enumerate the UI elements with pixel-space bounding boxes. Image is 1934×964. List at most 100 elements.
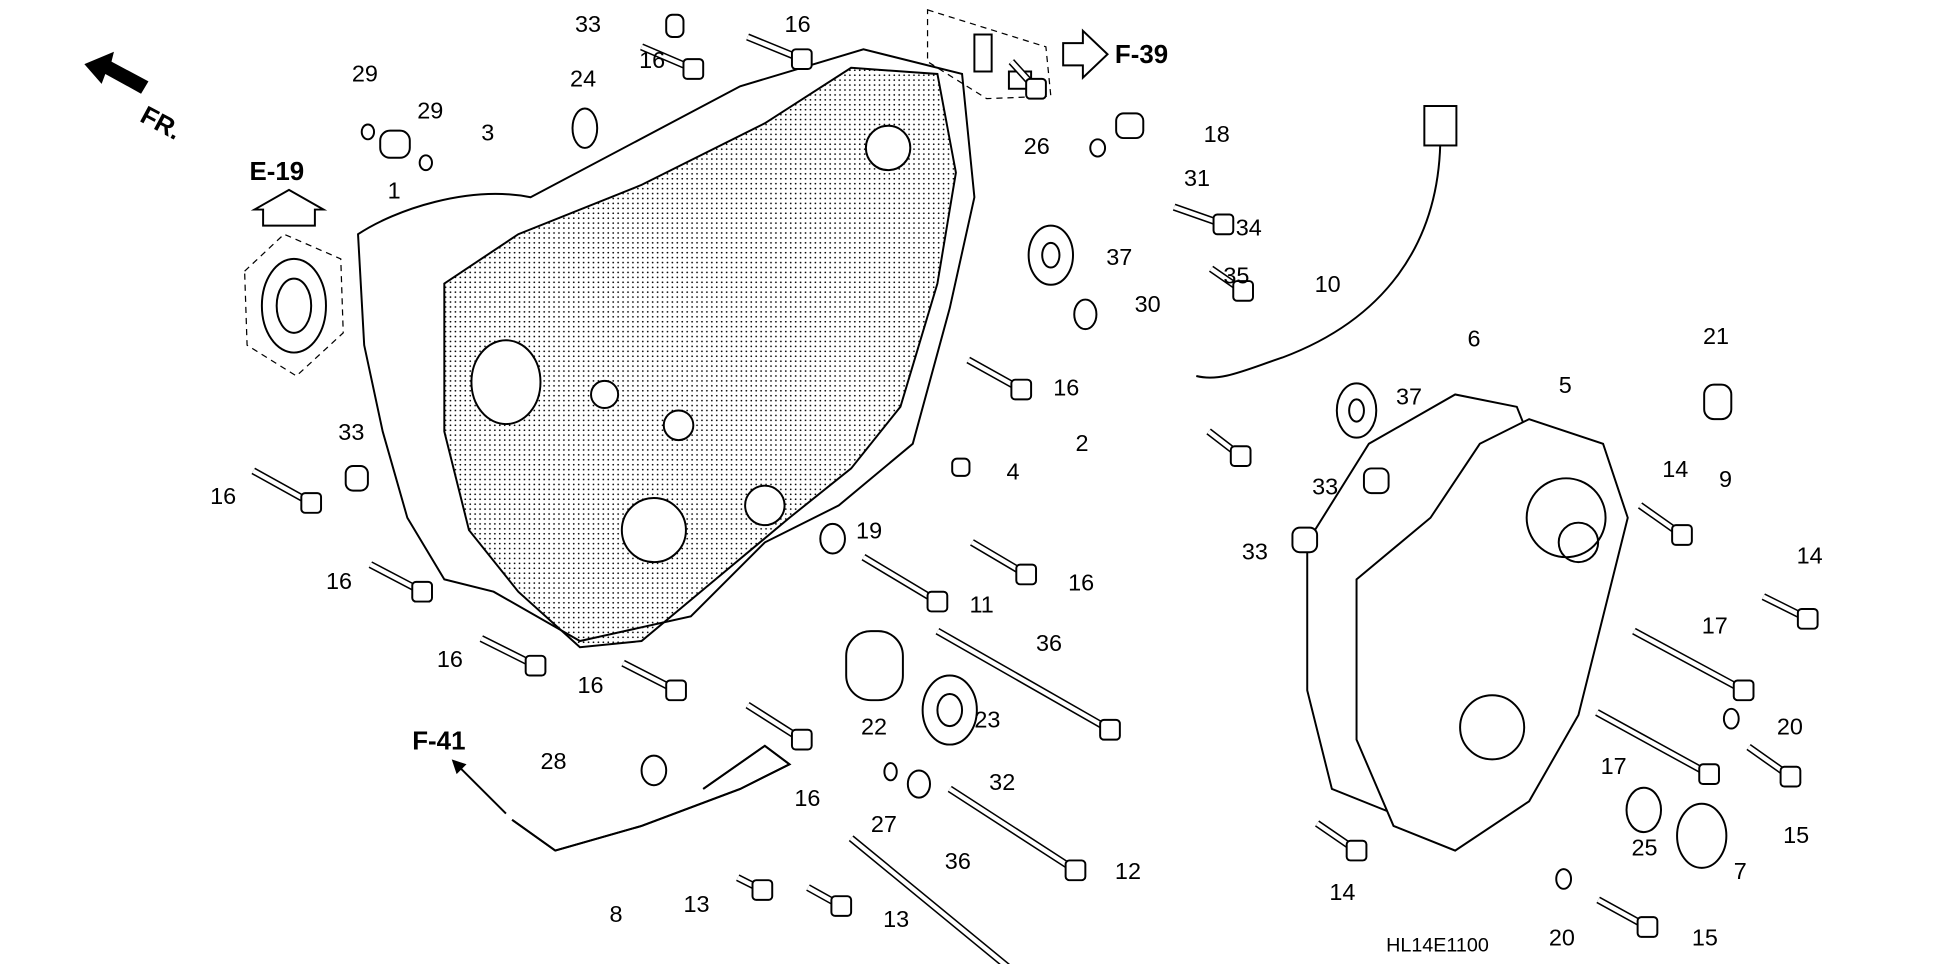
callout-19[interactable]: 19	[856, 518, 882, 544]
reference-f41[interactable]: F-41	[412, 728, 507, 815]
callout-15[interactable]: 15	[1692, 925, 1718, 951]
right-crankcase-cover	[1355, 418, 1629, 852]
bolt-head-icon	[1779, 765, 1802, 788]
bolt-icon	[849, 836, 1008, 964]
callout-36[interactable]: 36	[945, 848, 971, 874]
callout-23[interactable]: 23	[974, 706, 1000, 732]
callout-33[interactable]: 33	[338, 419, 364, 445]
callout-16[interactable]: 16	[1068, 569, 1094, 595]
callout-16[interactable]: 16	[639, 47, 665, 73]
callout-14[interactable]: 14	[1662, 456, 1688, 482]
bolt-head-icon	[665, 679, 687, 702]
callout-18[interactable]: 18	[1204, 121, 1230, 147]
bolt-head-icon	[1212, 213, 1235, 236]
callout-33[interactable]: 33	[575, 11, 601, 37]
callout-27[interactable]: 27	[871, 811, 897, 837]
callout-6[interactable]: 6	[1467, 325, 1480, 351]
callout-28[interactable]: 28	[540, 748, 566, 774]
callout-35[interactable]: 35	[1223, 263, 1249, 289]
wire-harness	[1196, 135, 1442, 379]
bolt-head-icon	[1671, 524, 1693, 546]
bolt-head-icon	[1232, 280, 1254, 302]
bolts	[251, 33, 1819, 964]
bolt-head-icon	[1796, 607, 1819, 630]
callout-34[interactable]: 34	[1236, 214, 1262, 240]
callout-16[interactable]: 16	[210, 483, 236, 509]
callout-29[interactable]: 29	[352, 60, 378, 86]
callout-32[interactable]: 32	[989, 769, 1015, 795]
callout-1[interactable]: 1	[388, 177, 401, 203]
bolt-head-icon	[926, 590, 949, 613]
bolt-head-icon	[300, 492, 323, 514]
callout-20[interactable]: 20	[1549, 925, 1575, 951]
bolt-head-icon	[1345, 839, 1368, 862]
callout-9[interactable]: 9	[1719, 466, 1732, 492]
callout-5[interactable]: 5	[1559, 372, 1572, 398]
callout-7[interactable]: 7	[1734, 858, 1747, 884]
callout-10[interactable]: 10	[1315, 271, 1341, 297]
callout-16[interactable]: 16	[1053, 375, 1079, 401]
bolt-head-icon	[1010, 378, 1033, 401]
reference-label-f39: F-39	[1115, 41, 1168, 69]
bolt-head-icon	[790, 48, 813, 71]
bolt-head-icon	[682, 58, 705, 80]
callout-22[interactable]: 22	[861, 714, 887, 740]
bolt-head-icon	[1064, 859, 1087, 882]
callout-16[interactable]: 16	[326, 568, 352, 594]
callout-37[interactable]: 37	[1396, 383, 1422, 409]
left-crankcase-cover	[443, 66, 957, 649]
drawing-code: HL14E1100	[1386, 935, 1489, 957]
callout-14[interactable]: 14	[1797, 542, 1823, 568]
bolt-head-icon	[1698, 763, 1720, 786]
callout-31[interactable]: 31	[1184, 165, 1210, 191]
callout-33[interactable]: 33	[1312, 473, 1338, 499]
callout-15[interactable]: 15	[1783, 822, 1809, 848]
callout-26[interactable]: 26	[1024, 133, 1050, 159]
callout-36[interactable]: 36	[1036, 630, 1062, 656]
callout-17[interactable]: 17	[1601, 753, 1627, 779]
callout-29[interactable]: 29	[417, 97, 443, 123]
callout-37[interactable]: 37	[1106, 244, 1132, 270]
left-crankcase-gasket	[357, 48, 976, 643]
callout-20[interactable]: 20	[1777, 714, 1803, 740]
bearings	[344, 13, 1740, 890]
arrow-right-icon	[1062, 28, 1109, 80]
arrow-up-icon	[250, 188, 328, 227]
callout-16[interactable]: 16	[794, 785, 820, 811]
callout-17[interactable]: 17	[1702, 613, 1728, 639]
callout-16[interactable]: 16	[785, 11, 811, 37]
callout-16[interactable]: 16	[577, 672, 603, 698]
reference-f39[interactable]: F-39	[926, 9, 1169, 100]
bolt-head-icon	[1025, 77, 1047, 100]
callout-21[interactable]: 21	[1703, 323, 1729, 349]
bolt-head-icon	[751, 879, 774, 901]
bolt-head-icon	[790, 728, 813, 751]
bolt-icon	[1595, 710, 1711, 777]
callout-14[interactable]: 14	[1329, 879, 1355, 905]
reference-label-e19: E-19	[250, 158, 305, 186]
callout-25[interactable]: 25	[1631, 835, 1657, 861]
bolt-head-icon	[1636, 916, 1659, 938]
callout-12[interactable]: 12	[1115, 858, 1141, 884]
callout-13[interactable]: 13	[883, 906, 909, 932]
bolt-icon	[1632, 629, 1745, 693]
bolt-icon	[862, 555, 939, 604]
bolt-head-icon	[1732, 679, 1755, 702]
callout-24[interactable]: 24	[570, 65, 596, 91]
callout-30[interactable]: 30	[1135, 291, 1161, 317]
reference-label-f41: F-41	[412, 728, 465, 756]
callout-13[interactable]: 13	[683, 891, 709, 917]
callout-8[interactable]: 8	[610, 901, 623, 927]
reference-e19[interactable]: E-19	[243, 158, 344, 377]
callout-11[interactable]: 11	[969, 592, 993, 618]
callout-4[interactable]: 4	[1006, 459, 1019, 485]
callout-33[interactable]: 33	[1242, 539, 1268, 565]
callout-3[interactable]: 3	[481, 120, 494, 146]
callout-16[interactable]: 16	[437, 646, 463, 672]
callout-2[interactable]: 2	[1075, 430, 1088, 456]
connector-icon	[1423, 105, 1458, 147]
bolt-head-icon	[1015, 563, 1038, 586]
bolt-head-icon	[830, 895, 853, 917]
